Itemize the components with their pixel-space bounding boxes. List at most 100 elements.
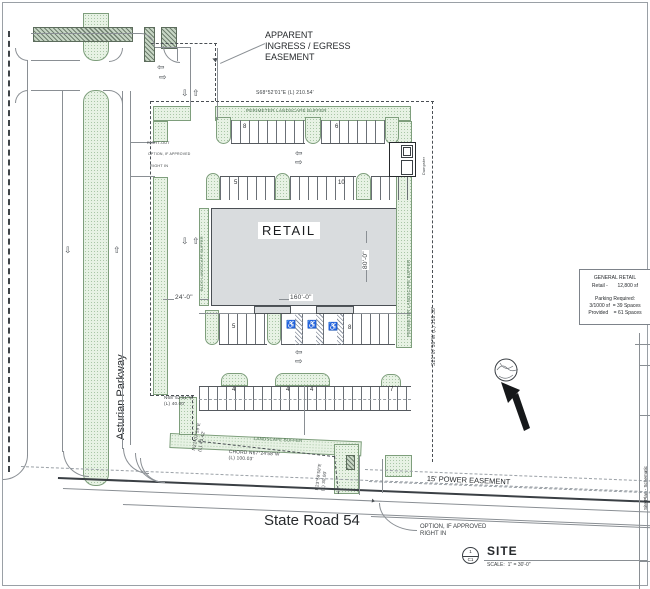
parking-divider-line (304, 386, 305, 435)
leader-arrowhead: ▲ (369, 497, 377, 505)
cross-street-edge (103, 90, 110, 91)
option-leader-curve (379, 503, 417, 531)
ingress-egress-easement-note: APPARENT INGRESS / EGRESS EASEMENT (265, 30, 351, 62)
parkway-east-edge (122, 91, 123, 449)
entry-walk (316, 306, 354, 314)
flow-arrow-up: ⇧ (113, 245, 121, 255)
landscape-buffer-southwest (179, 397, 197, 435)
titleblock-divider (635, 344, 650, 345)
building-landscape-buffer (199, 208, 209, 306)
bearing-north: S68°52'01"E (L) 210.54' (256, 90, 314, 96)
parkway-west-edge (27, 60, 28, 456)
option-right-in-note: OPTION, IF APPROVED RIGHT IN (420, 524, 487, 537)
hc-access-aisle (316, 313, 323, 345)
cross-street-edge (31, 90, 80, 91)
titleblock-sheet-name: Site Plan - Schematic (643, 466, 648, 510)
buffer-label-top: PERIMETER LANDSCAPE BUFFER (246, 108, 327, 113)
stall-count-label: 7 (390, 387, 394, 393)
parking-stall-row (290, 176, 356, 200)
parking-stall-row (199, 386, 411, 411)
stall-count-label: 10 (338, 180, 345, 186)
stall-midline (199, 399, 411, 400)
flow-arrow-down: ⇩ (181, 88, 189, 98)
detail-number-bubble: 1 C1 (462, 547, 479, 564)
stall-count-label: 8 (243, 124, 247, 130)
landscape-island (206, 173, 220, 200)
retail-building-label: RETAIL (258, 222, 320, 239)
easement-boundary (151, 43, 217, 44)
buffer-label-east: PERIMETER LANDSCAPE BUFFER (406, 259, 411, 337)
flow-arrow-right: ⇨ (159, 72, 167, 82)
flow-arrow-right: ⇨ (295, 356, 303, 366)
summary-parking-header: Parking Required: (594, 296, 636, 302)
cross-street-edge (31, 60, 80, 61)
dumpster-label: Dumpster (422, 156, 426, 175)
driveway-edge (190, 48, 191, 106)
curb-return (109, 90, 123, 104)
flow-arrow-left: ⇦ (295, 148, 303, 158)
bearing-chord: CHORD N67°24'58"W (L) 100.03' (228, 450, 280, 463)
flow-arrow-left: ⇦ (157, 62, 165, 72)
right-out-note: RIGHT-OUT (147, 141, 170, 145)
curb-return (109, 48, 123, 62)
stall-count-label: 5 (232, 324, 236, 330)
bearing-jog: N68°52'01"W (L) 40.00' (164, 395, 194, 406)
easement-leader-line (220, 43, 266, 64)
dim-tick (163, 299, 174, 300)
flow-arrow-down: ⇩ (181, 236, 189, 246)
dim-tick (366, 231, 367, 243)
landscape-island (221, 373, 248, 386)
bldg-buffer-label: BLDG LANDSCAPE BUFFER (200, 236, 204, 291)
dim-building-depth: 80'-0" (362, 250, 370, 270)
entry-walk (254, 306, 291, 314)
south-driveway-edge (359, 455, 360, 495)
stall-count-label: 8 (348, 325, 352, 331)
parking-aisle-line (199, 313, 411, 314)
state-road-54-label: State Road 54 (264, 512, 360, 529)
summary-provided: Provided = 61 Spaces (588, 310, 642, 316)
summary-area: Retail - 12,800 sf (591, 283, 639, 289)
handicap-symbol: ♿ (307, 320, 317, 329)
landscape-island (305, 117, 321, 144)
curb-return (3, 455, 28, 480)
stall-count-label: 4 (232, 387, 236, 393)
landscape-island (381, 374, 401, 387)
parkway-lane-edge (62, 91, 63, 452)
easement-boundary (215, 43, 216, 101)
median-hatch (33, 27, 133, 42)
curb-return (163, 46, 180, 63)
sign-hatch (346, 455, 355, 470)
curb-return (140, 458, 165, 483)
curb-return (63, 451, 89, 477)
landscape-island (267, 310, 281, 345)
perimeter-buffer-top (153, 106, 191, 121)
summary-title: GENERAL RETAIL (593, 275, 637, 281)
site-title-underline (484, 560, 647, 561)
cross-street-north-edge (31, 33, 141, 34)
property-line-jog (151, 395, 194, 396)
property-line-north (151, 101, 434, 102)
landscape-island (356, 173, 371, 200)
frontage-edge (130, 91, 131, 445)
parking-stall-row (231, 120, 305, 144)
stall-count-label: 4 (286, 387, 290, 393)
curb-return (15, 48, 28, 61)
flow-arrow-down: ⇩ (64, 245, 72, 255)
perimeter-buffer-west (153, 177, 168, 395)
landscape-island (275, 173, 290, 200)
bearing-east: S21°07'59"W (L) 318.38' (431, 306, 437, 366)
right-in-note: RIGHT IN (150, 164, 169, 168)
dim-tick (366, 270, 367, 282)
titleblock-border (639, 333, 640, 589)
dumpster-bin (401, 160, 413, 175)
flow-arrow-left: ⇦ (295, 347, 303, 357)
curb-return (15, 90, 28, 103)
stall-count-label: 6 (335, 124, 339, 130)
hc-access-aisle (337, 313, 344, 345)
landscape-island (216, 117, 231, 144)
handicap-symbol: ♿ (286, 320, 296, 329)
stall-count-label: 5 (234, 180, 238, 186)
flow-arrow-right: ⇨ (295, 157, 303, 167)
west-driveway-edge (131, 142, 155, 143)
